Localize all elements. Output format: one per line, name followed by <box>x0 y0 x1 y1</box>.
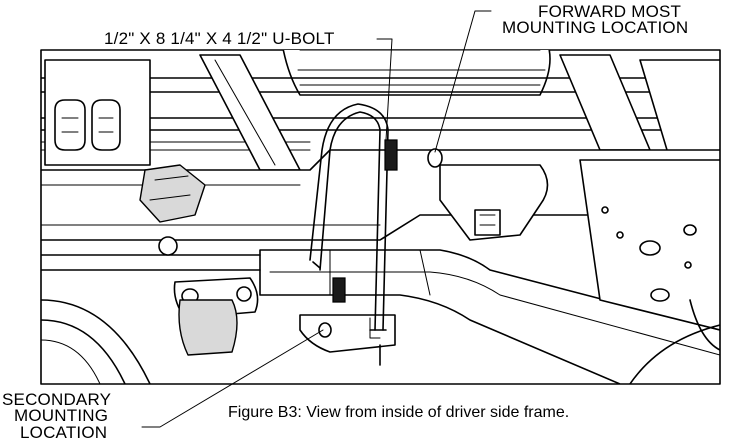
mounting-bracket <box>439 164 549 241</box>
frame-rail-upper <box>41 149 720 241</box>
diagonal-bracket <box>199 54 301 171</box>
label-u-bolt: 1/2" X 8 1/4" X 4 1/2" U-BOLT <box>104 29 335 48</box>
secondary-hole <box>318 322 332 338</box>
leader-u-bolt <box>376 38 393 141</box>
leader-secondary <box>141 329 324 428</box>
bolt-head <box>158 236 178 256</box>
u-bolt-thread-bottom <box>332 277 346 303</box>
label-forward-line1: FORWARD MOST <box>538 2 682 21</box>
u-bolt <box>319 111 381 331</box>
leader-forward <box>434 10 492 153</box>
label-secondary-line2: MOUNTING <box>14 406 109 425</box>
tire-arc <box>41 299 151 384</box>
label-forward-line2: MOUNTING LOCATION <box>502 18 689 37</box>
rubber-bumper <box>178 299 238 356</box>
label-secondary-line3: LOCATION <box>20 423 108 442</box>
slot-1 <box>54 99 86 151</box>
figure-caption: Figure B3: View from inside of driver si… <box>228 404 570 421</box>
forward-hole <box>427 148 443 168</box>
lower-rail <box>41 254 261 271</box>
frame-rail-lower <box>259 249 720 384</box>
drawing-body <box>41 50 720 384</box>
label-secondary-line1: SECONDARY <box>2 390 112 409</box>
cross-tube <box>282 50 551 96</box>
u-bolt-thread-top <box>384 139 398 171</box>
connector <box>139 164 206 223</box>
slot-2 <box>91 99 121 151</box>
